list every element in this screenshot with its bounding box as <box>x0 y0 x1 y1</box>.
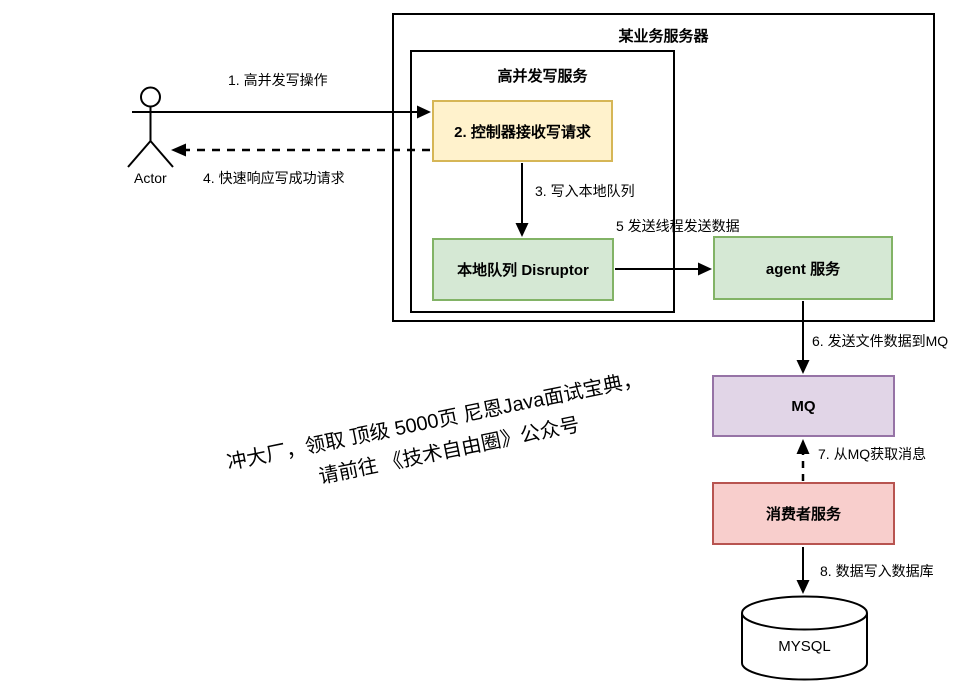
agent-service-node-label: agent 服务 <box>765 260 841 278</box>
write-service-container-label: 高并发写服务 <box>497 68 588 85</box>
consumer-service-node: 消费者服务 <box>712 482 895 545</box>
write-service-container-box: 高并发写服务 <box>410 50 675 313</box>
disruptor-queue-node: 本地队列 Disruptor <box>432 238 614 301</box>
arrow-4-head <box>171 143 186 157</box>
arrow-7-label: 7. 从MQ获取消息 <box>818 446 927 462</box>
disruptor-queue-node-label: 本地队列 Disruptor <box>457 262 589 279</box>
server-container-box: 某业务服务器 <box>392 13 935 322</box>
arrow-6-label: 6. 发送文件数据到MQ <box>812 333 949 349</box>
actor-label: Actor <box>134 170 167 186</box>
agent-service-node: agent 服务 <box>713 236 893 300</box>
arrow-8-label: 8. 数据写入数据库 <box>820 563 934 579</box>
arrow-8-write-db <box>796 547 810 594</box>
actor-leg-left <box>127 140 152 168</box>
arrow-3-label: 3. 写入本地队列 <box>535 183 635 199</box>
controller-node-label: 2. 控制器接收写请求 <box>454 123 591 141</box>
actor-leg-right <box>149 140 174 168</box>
mysql-cylinder-rim <box>741 612 868 631</box>
mq-node: MQ <box>712 375 895 437</box>
actor-head <box>140 86 161 108</box>
watermark: 冲大厂，领取 顶级 5000页 尼恩Java面试宝典， 请前往 《技术自由圈》公… <box>224 360 668 510</box>
arrow-5-label: 5 发送线程发送数据 <box>616 218 740 234</box>
server-container-label: 某业务服务器 <box>618 28 709 45</box>
mysql-label: MYSQL <box>778 638 831 655</box>
arrow-1-label: 1. 高并发写操作 <box>228 72 328 88</box>
arrow-7-head <box>796 439 810 454</box>
arrow-7-fetch-from-mq <box>796 439 810 481</box>
arrow-1-write-operation <box>132 105 431 119</box>
mq-node-label: MQ <box>791 397 816 415</box>
arrow-6-head <box>796 360 810 374</box>
arrow-8-head <box>796 580 810 594</box>
arrow-4-label: 4. 快速响应写成功请求 <box>203 170 345 186</box>
consumer-service-node-label: 消费者服务 <box>765 506 841 523</box>
actor-figure <box>127 86 174 168</box>
controller-node: 2. 控制器接收写请求 <box>432 100 613 162</box>
